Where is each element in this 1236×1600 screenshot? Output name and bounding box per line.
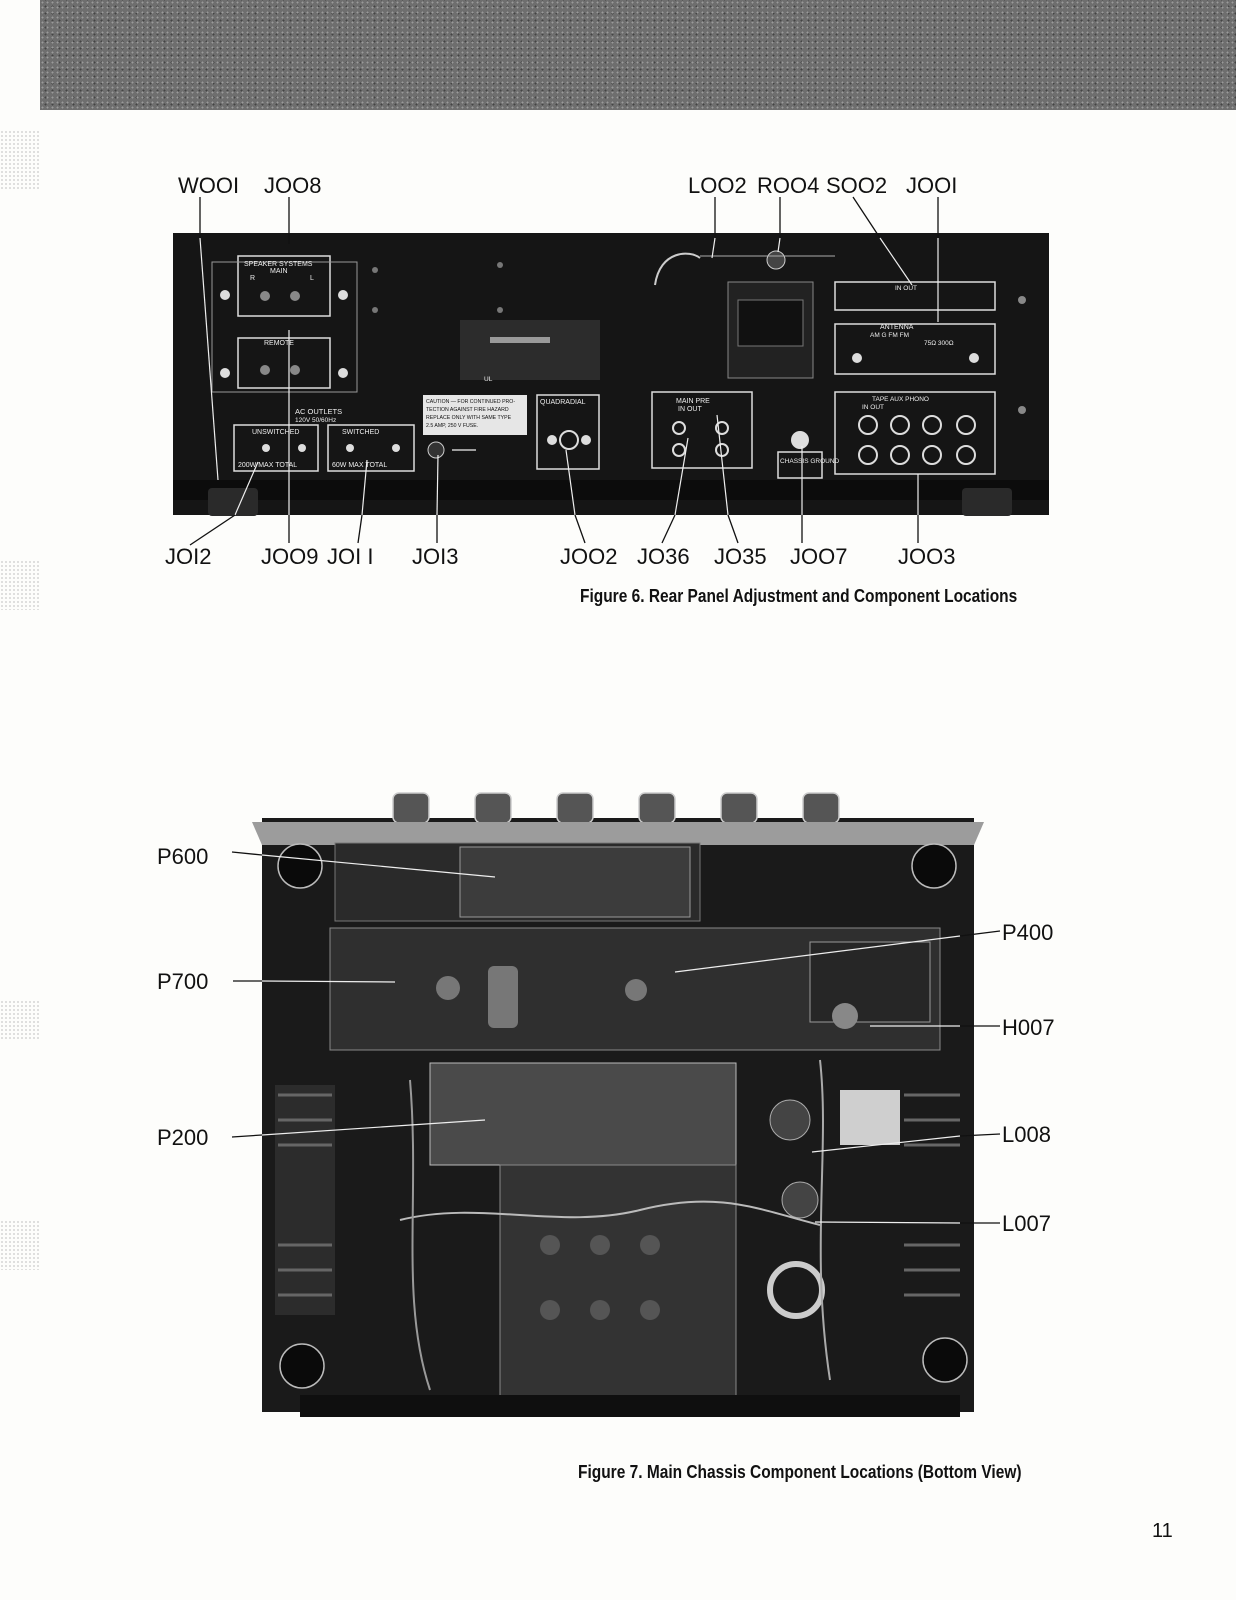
header-halftone-bar xyxy=(40,0,1236,110)
panel-speaker-systems: SPEAKER SYSTEMS xyxy=(244,261,313,268)
scan-artifact xyxy=(0,1000,40,1040)
label-j009: JOO9 xyxy=(261,544,319,569)
panel-ul: UL xyxy=(484,376,493,383)
label-j035: JO35 xyxy=(714,544,767,569)
label-p400: P400 xyxy=(1002,920,1054,945)
panel-antenna: ANTENNA xyxy=(880,324,914,331)
label-w001: WOOI xyxy=(178,173,240,198)
page-number: 11 xyxy=(1152,1520,1173,1542)
panel-l-main: L xyxy=(310,275,314,282)
label-r004: ROO4 xyxy=(757,173,820,198)
label-j036: JO36 xyxy=(637,544,690,569)
panel-unswitched: UNSWITCHED xyxy=(252,429,299,436)
scan-artifact xyxy=(0,130,40,190)
label-h007: H007 xyxy=(1002,1015,1055,1040)
panel-ac-outlets: AC OUTLETS xyxy=(295,407,342,416)
panel-ac-rating: 120V 50/60Hz xyxy=(295,417,336,424)
label-j001: JOOI xyxy=(906,173,958,198)
figure-7-caption: Figure 7. Main Chassis Component Locatio… xyxy=(578,1462,1022,1482)
panel-main-pre: MAIN PRE xyxy=(676,398,710,405)
label-p700: P700 xyxy=(157,969,209,994)
label-j011: JOI I xyxy=(327,544,374,569)
label-j008: JOO8 xyxy=(264,173,322,198)
panel-antenna-ohm: 75Ω 300Ω xyxy=(924,340,954,347)
panel-quadradial: QUADRADIAL xyxy=(540,399,586,406)
panel-unswitched-rating: 200W MAX TOTAL xyxy=(238,462,297,469)
label-s002: SOO2 xyxy=(826,173,888,198)
panel-caution-4: 2.5 AMP, 250 V FUSE. xyxy=(426,423,478,429)
scan-artifact xyxy=(0,1220,40,1270)
label-j007: JOO7 xyxy=(790,544,848,569)
panel-tape-aux-phono: TAPE AUX PHONO xyxy=(872,396,929,403)
label-l008: L008 xyxy=(1002,1122,1051,1147)
panel-caution-1: CAUTION — FOR CONTINUED PRO- xyxy=(426,399,515,405)
figure-6-caption: Figure 6. Rear Panel Adjustment and Comp… xyxy=(580,586,1018,606)
panel-switched-rating: 60W MAX TOTAL xyxy=(332,462,387,469)
panel-tape-in-out: IN OUT xyxy=(862,404,884,411)
scan-artifact xyxy=(0,560,40,610)
label-l002: LOO2 xyxy=(688,173,747,198)
panel-in-out: IN OUT xyxy=(678,406,702,413)
label-j002: JOO2 xyxy=(560,544,618,569)
panel-remote: REMOTE xyxy=(264,340,294,347)
label-p600: P600 xyxy=(157,844,209,869)
panel-caution-2: TECTION AGAINST FIRE HAZARD xyxy=(426,407,509,413)
label-j013: JOI3 xyxy=(412,544,459,569)
label-j012: JOI2 xyxy=(165,544,212,569)
panel-chassis-ground: CHASSIS GROUND xyxy=(780,458,840,465)
panel-main: MAIN xyxy=(270,268,288,275)
panel-antenna-sub: AM G FM FM xyxy=(870,332,909,339)
label-j003: JOO3 xyxy=(898,544,956,569)
label-p200: P200 xyxy=(157,1125,209,1150)
panel-r-main: R xyxy=(250,275,255,282)
panel-caution-3: REPLACE ONLY WITH SAME TYPE xyxy=(426,415,512,421)
panel-switched: SWITCHED xyxy=(342,429,379,436)
panel-in-out-small: IN OUT xyxy=(895,285,917,292)
label-l007: L007 xyxy=(1002,1211,1051,1236)
